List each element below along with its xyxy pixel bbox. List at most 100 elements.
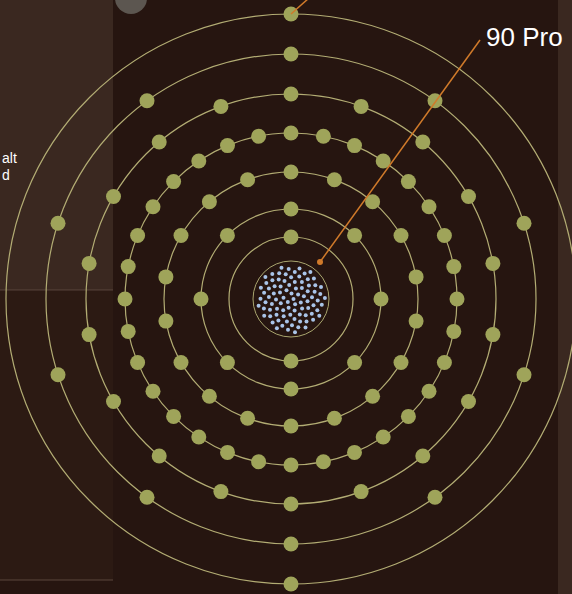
nucleon: [299, 301, 303, 305]
electron: [191, 430, 206, 445]
electron: [327, 411, 342, 426]
electron: [401, 409, 416, 424]
electron: [146, 199, 161, 214]
nucleon: [293, 280, 297, 284]
nucleon: [275, 326, 279, 330]
panel-divider: [0, 290, 113, 291]
nucleon: [296, 293, 300, 297]
nucleon: [277, 278, 281, 282]
nucleon: [298, 266, 302, 270]
electron: [158, 314, 173, 329]
nucleon: [257, 304, 261, 308]
nucleon: [305, 320, 309, 324]
electron: [376, 430, 391, 445]
nucleon: [306, 289, 310, 293]
nucleon: [262, 307, 266, 311]
electron: [485, 256, 500, 271]
nucleon: [267, 287, 271, 291]
electron: [118, 292, 133, 307]
electron: [316, 129, 331, 144]
electron: [284, 87, 299, 102]
nucleon: [293, 309, 297, 313]
electron: [316, 454, 331, 469]
electron: [130, 228, 145, 243]
electron: [394, 228, 409, 243]
electron: [437, 228, 452, 243]
nucleon: [323, 296, 327, 300]
electron: [284, 382, 299, 397]
electron-shells: [6, 14, 572, 584]
electron: [284, 126, 299, 141]
electron: [202, 389, 217, 404]
electron: [354, 484, 369, 499]
nucleon: [307, 283, 311, 287]
electron: [240, 172, 255, 187]
panel-divider: [0, 580, 113, 581]
electron: [284, 354, 299, 369]
electron: [284, 577, 299, 592]
nucleon: [287, 306, 291, 310]
nucleon: [306, 306, 310, 310]
nucleon: [297, 275, 301, 279]
electron: [130, 355, 145, 370]
electron: [191, 154, 206, 169]
nucleon: [272, 292, 276, 296]
electron: [82, 327, 97, 342]
electron: [140, 490, 155, 505]
nucleon: [294, 287, 298, 291]
electron: [284, 458, 299, 473]
nucleon: [313, 283, 317, 287]
electron: [401, 174, 416, 189]
panel-text: d: [2, 167, 10, 183]
electron: [446, 324, 461, 339]
electron: [422, 384, 437, 399]
shell-ring: [164, 172, 418, 426]
electron: [220, 138, 235, 153]
electron: [106, 394, 121, 409]
nucleon: [312, 277, 316, 281]
electron: [461, 189, 476, 204]
electron: [152, 135, 167, 150]
nucleon: [259, 286, 263, 290]
electron: [347, 445, 362, 460]
electron: [106, 189, 121, 204]
nucleon: [319, 285, 323, 289]
nucleon: [280, 324, 284, 328]
nucleon: [278, 291, 282, 295]
electron: [354, 99, 369, 114]
nucleon: [304, 313, 308, 317]
nucleon: [318, 292, 322, 296]
electron: [202, 194, 217, 209]
electron: [152, 449, 167, 464]
electron: [327, 172, 342, 187]
nucleon: [275, 307, 279, 311]
electron: [409, 314, 424, 329]
nucleon: [306, 299, 310, 303]
nucleon: [290, 323, 294, 327]
nucleon: [281, 308, 285, 312]
electron: [422, 199, 437, 214]
electron: [121, 324, 136, 339]
protons-label: 90 Pro: [486, 22, 563, 53]
nucleon: [308, 270, 312, 274]
nucleon: [300, 306, 304, 310]
electron: [284, 165, 299, 180]
nucleon: [277, 271, 281, 275]
electron: [517, 216, 532, 231]
nucleon: [311, 318, 315, 322]
electron: [347, 355, 362, 370]
nucleon: [270, 302, 274, 306]
nucleon: [282, 314, 286, 318]
nucleon: [316, 298, 320, 302]
nucleus-outline: [253, 261, 329, 337]
nucleon: [303, 271, 307, 275]
nucleon: [298, 319, 302, 323]
side-panel: [558, 0, 572, 594]
nucleon: [268, 314, 272, 318]
nucleon: [296, 325, 300, 329]
electron: [174, 228, 189, 243]
electrons: [51, 7, 532, 592]
nucleon: [262, 314, 266, 318]
electron: [220, 445, 235, 460]
